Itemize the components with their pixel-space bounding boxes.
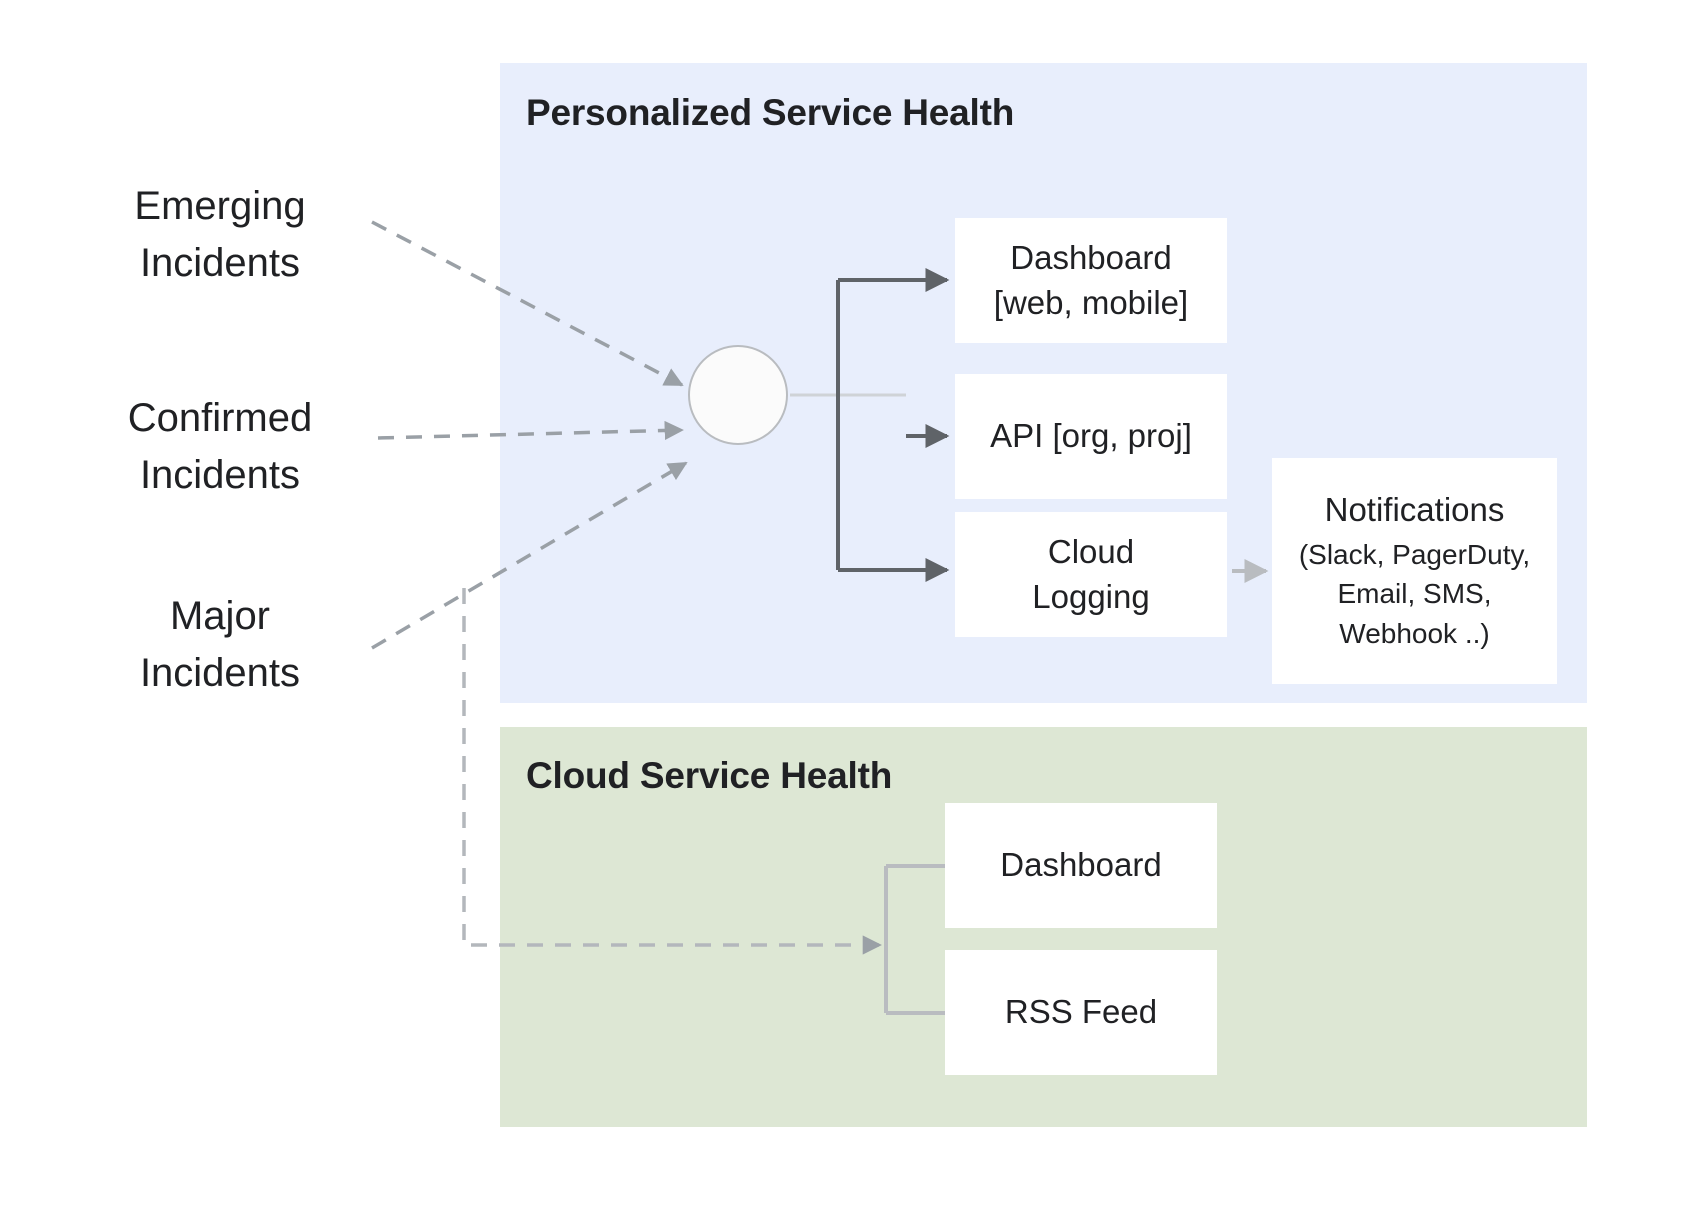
node-cloud-dashboard: Dashboard [945,803,1217,928]
node-notifications-title: Notifications [1324,491,1505,529]
source-label-confirmed-incidents: Confirmed Incidents [60,390,380,504]
node-dashboard-web-line1: Dashboard [1010,238,1172,276]
node-cloud-dashboard-line1: Dashboard [1000,846,1162,884]
panel-cloud-title: Cloud Service Health [526,755,893,796]
node-rss-feed: RSS Feed [945,950,1217,1075]
source-label-major-line2: Incidents [139,650,301,695]
node-api-line1: API [org, proj] [990,417,1192,455]
node-notifications: Notifications (Slack, PagerDuty, Email, … [1272,458,1557,684]
node-dashboard-web-line2: [web, mobile] [993,283,1189,321]
node-notifications-sub3: Webhook ..) [1339,618,1490,650]
source-label-major-incidents: Major Incidents [60,588,380,702]
node-notifications-sub1: (Slack, PagerDuty, [1298,538,1531,570]
source-label-confirmed-line1: Confirmed [127,396,313,440]
panel-personalized-title: Personalized Service Health [526,92,1015,133]
node-cloud-logging: Cloud Logging [955,512,1227,637]
node-api-org-proj: API [org, proj] [955,374,1227,499]
node-cloud-logging-line2: Logging [1032,577,1150,615]
source-label-emerging-incidents: Emerging Incidents [60,178,380,292]
source-label-confirmed-line2: Incidents [139,452,301,497]
node-cloud-logging-line1: Cloud [1047,532,1135,570]
node-notifications-sub2: Email, SMS, [1337,578,1492,610]
node-rss-feed-line1: RSS Feed [1004,993,1158,1031]
source-label-emerging-line1: Emerging [134,184,306,228]
source-label-emerging-line2: Incidents [139,240,301,285]
source-label-major-line1: Major [169,594,271,638]
node-dashboard-web-mobile: Dashboard [web, mobile] [955,218,1227,343]
aggregation-hub-node [688,345,788,445]
